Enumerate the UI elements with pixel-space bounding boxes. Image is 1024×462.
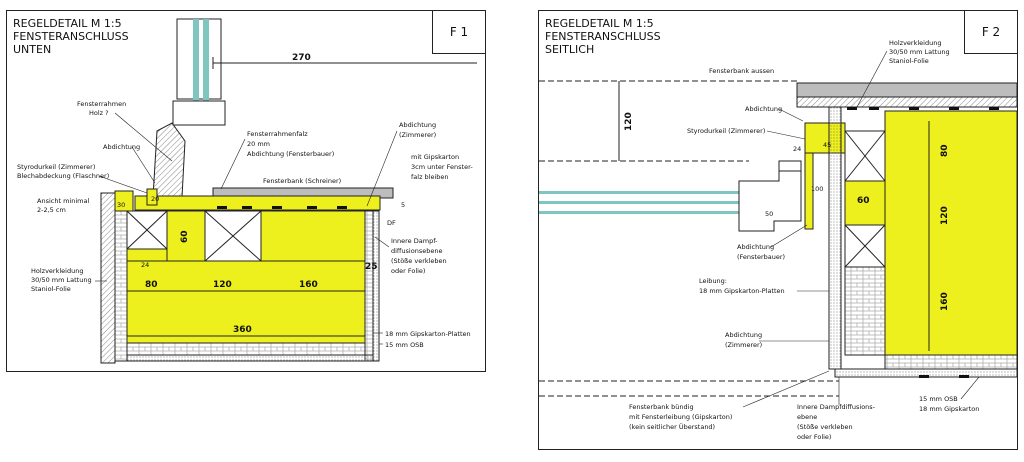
dim-160-right: 160 <box>940 292 950 311</box>
dim-160: 160 <box>299 280 318 290</box>
detail-drawing-f2: 120 60 80 120 <box>539 39 1017 441</box>
label-fensterrahmenfalz: Fensterrahmenfalz 20 mm Abdichtung (Fens… <box>220 130 334 190</box>
svg-text:(kein seitlicher Überstand): (kein seitlicher Überstand) <box>629 422 715 431</box>
svg-text:3cm unter Fenster-: 3cm unter Fenster- <box>411 163 473 171</box>
svg-text:mit Gipskarton: mit Gipskarton <box>411 153 459 161</box>
svg-text:(Stöße verkleben: (Stöße verkleben <box>797 423 853 431</box>
svg-text:Fensterbank aussen: Fensterbank aussen <box>709 67 774 75</box>
svg-text:Blechabdeckung (Flaschner): Blechabdeckung (Flaschner) <box>17 172 109 180</box>
svg-text:Holzverkleidung: Holzverkleidung <box>889 39 941 47</box>
svg-text:Leibung:: Leibung: <box>699 277 727 285</box>
label-fensterrahmen: Fensterrahmen Holz ? <box>77 100 173 162</box>
svg-text:Innere Dampf-: Innere Dampf- <box>391 237 438 245</box>
dim-50: 50 <box>765 210 773 218</box>
dim-80-right: 80 <box>940 144 950 157</box>
svg-text:(Stöße verkleben: (Stöße verkleben <box>391 257 447 265</box>
dim-120: 120 <box>213 280 232 290</box>
svg-text:18 mm Gipskarton-Platten: 18 mm Gipskarton-Platten <box>699 287 785 295</box>
svg-text:30/50 mm Lattung: 30/50 mm Lattung <box>31 276 92 284</box>
svg-text:30/50 mm Lattung: 30/50 mm Lattung <box>889 48 950 56</box>
svg-text:(Zimmerer): (Zimmerer) <box>725 341 762 349</box>
label-abdichtung-zimmerer: Abdichtung (Zimmerer) <box>725 331 829 349</box>
label-gk-platten: 18 mm Gipskarton-Platten <box>373 330 471 338</box>
dim-100: 100 <box>811 185 823 193</box>
svg-text:Holz ?: Holz ? <box>89 109 109 117</box>
svg-text:15 mm OSB: 15 mm OSB <box>385 341 424 349</box>
svg-text:Abdichtung: Abdichtung <box>745 105 782 113</box>
label-holzverkleidung-right: Holzverkleidung 30/50 mm Lattung Staniol… <box>856 39 950 108</box>
dim-270: 270 <box>292 53 311 63</box>
svg-text:Staniol-Folie: Staniol-Folie <box>31 285 71 293</box>
svg-text:Styrodurkeil (Zimmerer): Styrodurkeil (Zimmerer) <box>17 163 95 171</box>
svg-text:Fensterbank (Schreiner): Fensterbank (Schreiner) <box>263 177 341 185</box>
label-abdichtung-left: Abdichtung <box>103 143 156 184</box>
dim-5: 5 <box>401 201 405 209</box>
dim-45: 45 <box>823 141 831 149</box>
svg-text:Fensterrahmenfalz: Fensterrahmenfalz <box>247 130 308 138</box>
label-styrodur: Styrodurkeil (Zimmerer) Blechabdeckung (… <box>17 163 148 194</box>
dim-80: 80 <box>145 280 158 290</box>
svg-text:Fensterrahmen: Fensterrahmen <box>77 100 126 108</box>
label-abdichtung-top: Abdichtung <box>745 105 804 122</box>
svg-text:mit Fensterleibung (Gipskarton: mit Fensterleibung (Gipskarton) <box>629 413 732 421</box>
label-ansicht: Ansicht minimal 2-2,5 cm <box>37 197 89 214</box>
label-styrodur-right: Styrodurkeil (Zimmerer) <box>687 127 806 140</box>
label-df: DF <box>387 219 396 227</box>
dim-60: 60 <box>180 230 190 243</box>
svg-text:Abdichtung: Abdichtung <box>725 331 762 339</box>
panel-code: F 1 <box>432 11 485 54</box>
label-osb: 15 mm OSB <box>379 341 424 349</box>
label-abdichtung-right: Abdichtung (Zimmerer) <box>366 121 436 207</box>
svg-text:oder Folie): oder Folie) <box>391 267 425 275</box>
svg-text:(Zimmerer): (Zimmerer) <box>399 131 436 139</box>
svg-text:18 mm Gipskarton-Platten: 18 mm Gipskarton-Platten <box>385 330 471 338</box>
svg-text:diffusionsebene: diffusionsebene <box>391 247 442 255</box>
svg-text:15 mm OSB: 15 mm OSB <box>919 395 958 403</box>
svg-text:Abdichtung: Abdichtung <box>399 121 436 129</box>
svg-text:(Fensterbauer): (Fensterbauer) <box>737 253 785 261</box>
panel-code: F 2 <box>964 11 1017 54</box>
dim-360: 360 <box>233 325 252 335</box>
label-osb-right: 15 mm OSB 18 mm Gipskarton <box>919 376 979 413</box>
label-abdichtung-fensterbauer: Abdichtung (Fensterbauer) <box>737 224 808 261</box>
dim-20: 20 <box>151 195 159 203</box>
label-dampf: Innere Dampf- diffusionsebene (Stöße ver… <box>374 236 447 275</box>
dim-30: 30 <box>117 201 125 209</box>
dim-120-right: 120 <box>940 206 950 225</box>
svg-text:oder Folie): oder Folie) <box>797 433 831 441</box>
detail-drawing-f1: 270 60 80 120 <box>17 18 477 364</box>
svg-text:20 mm: 20 mm <box>247 140 270 148</box>
svg-text:ebene: ebene <box>797 413 817 421</box>
dim-60-right: 60 <box>857 196 870 206</box>
svg-text:Abdichtung (Fensterbauer): Abdichtung (Fensterbauer) <box>247 150 334 158</box>
label-fensterbank-aussen: Fensterbank aussen <box>709 67 774 75</box>
dim-25: 25 <box>365 262 378 272</box>
label-fensterbank-buendig: Fensterbank bündig mit Fensterleibung (G… <box>629 370 830 431</box>
label-leibung: Leibung: 18 mm Gipskarton-Platten <box>699 277 829 295</box>
svg-text:Innere Dampfdiffusions-: Innere Dampfdiffusions- <box>797 403 876 411</box>
svg-text:Staniol-Folie: Staniol-Folie <box>889 57 929 65</box>
dim-24-right: 24 <box>793 145 801 153</box>
svg-text:Holzverkleidung: Holzverkleidung <box>31 267 83 275</box>
svg-text:2-2,5 cm: 2-2,5 cm <box>37 206 66 214</box>
label-dampf-right: Innere Dampfdiffusions- ebene (Stöße ver… <box>797 377 876 441</box>
dim-120-left: 120 <box>624 112 634 131</box>
svg-text:Abdichtung: Abdichtung <box>737 243 774 251</box>
svg-text:Abdichtung: Abdichtung <box>103 143 140 151</box>
label-holzverkleidung: Holzverkleidung 30/50 mm Lattung Staniol… <box>31 267 107 293</box>
dim-24: 24 <box>141 261 149 269</box>
svg-text:18 mm Gipskarton: 18 mm Gipskarton <box>919 405 979 413</box>
label-gipskarton-note: mit Gipskarton 3cm unter Fenster- falz b… <box>411 153 473 181</box>
svg-text:falz bleiben: falz bleiben <box>411 173 449 181</box>
svg-text:Ansicht minimal: Ansicht minimal <box>37 197 89 205</box>
svg-text:Fensterbank bündig: Fensterbank bündig <box>629 403 694 411</box>
svg-text:DF: DF <box>387 219 396 227</box>
label-fensterbank: Fensterbank (Schreiner) <box>263 177 341 185</box>
svg-text:Styrodurkeil (Zimmerer): Styrodurkeil (Zimmerer) <box>687 127 765 135</box>
